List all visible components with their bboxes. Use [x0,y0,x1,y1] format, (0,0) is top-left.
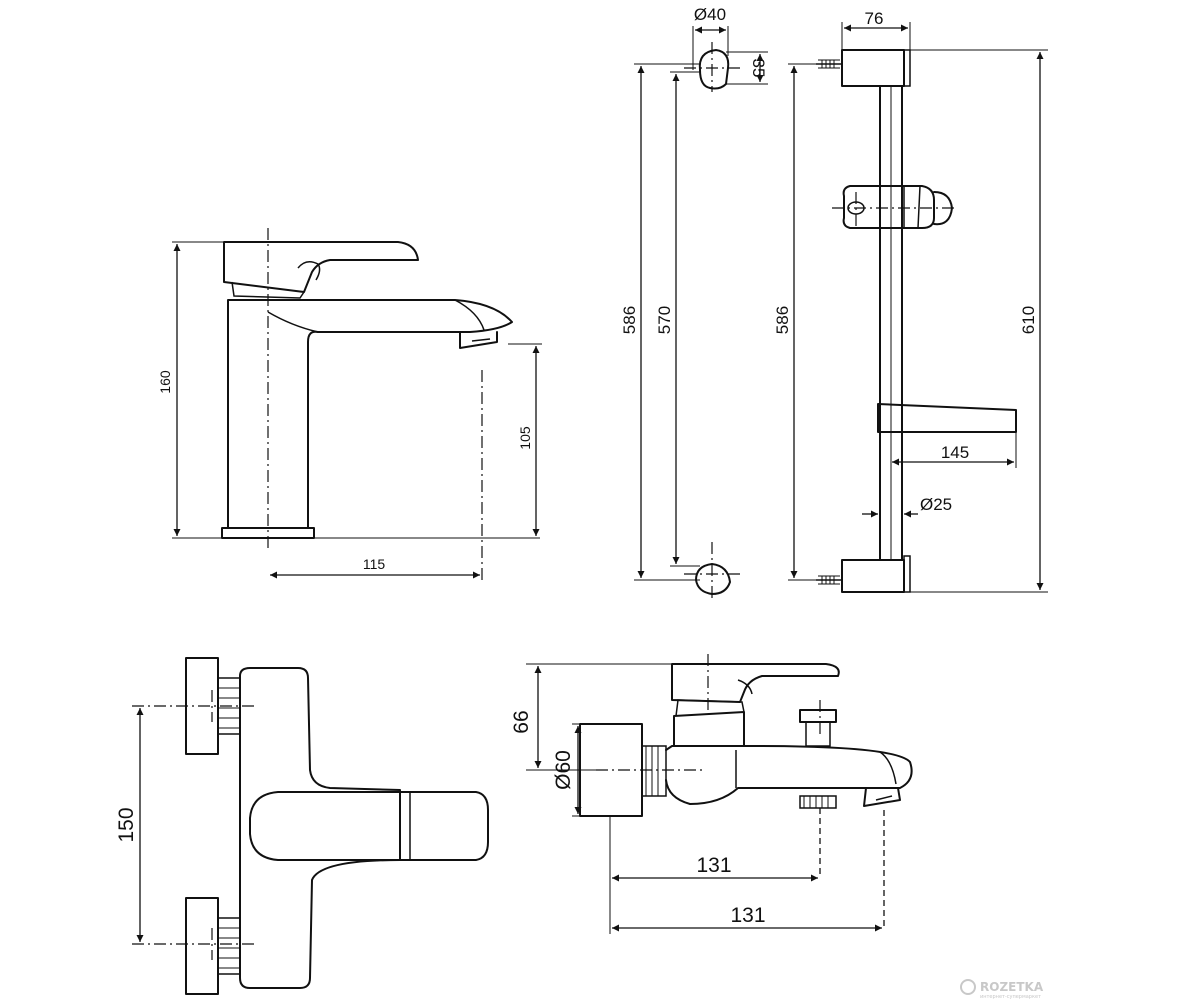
bath-mixer-side-view: 66 Ø60 131 131 [510,654,913,934]
basin-mixer-spout [307,299,513,333]
dim-label-bracket-width: 76 [865,9,884,28]
rail-bracket-top [698,49,730,90]
dim-label-flange-diameter: Ø60 [552,750,575,790]
cartridge-housing [673,711,745,747]
dim-label-handle-height: 66 [510,710,533,733]
dim-label-soap-dish: 145 [941,443,969,462]
dim-label-spout-reach: 115 [363,556,386,572]
connection-nut-bottom [185,897,219,995]
bath-mixer-body [239,667,401,989]
rail-bracket-bottom [695,563,731,595]
rozetka-watermark: ROZETKA интернет-супермаркет [960,979,1044,1000]
basin-mixer-lever [223,241,419,293]
bath-mixer-front-view: 150 [115,657,489,995]
soap-dish [877,403,1017,433]
shower-rail-side-view: Ø40 35 586 570 [620,5,768,600]
watermark-tagline: интернет-супермаркет [980,994,1041,1000]
shower-slider [842,185,935,229]
screw-icon [816,575,842,585]
dim-label-rail-diameter: Ø25 [920,495,952,514]
diverter-knob [799,709,837,723]
dim-label-fixing-outer: 586 [620,306,639,334]
screw-icon [816,59,842,69]
dim-label-spout-distance: 131 [730,904,765,927]
rail-wall-bracket-top [841,49,905,87]
basin-mixer-body [227,299,309,529]
dim-label-rail-fixing: 586 [773,306,792,334]
dim-label-total-length: 610 [1019,306,1038,334]
rail-wall-bracket-bottom [841,559,905,593]
basin-mixer-aerator [459,331,498,349]
bath-mixer-side-body [665,745,913,805]
dim-label-connection-spacing: 150 [115,807,138,842]
basin-mixer-drawing: 160 105 115 [157,228,542,580]
spout-outlet [863,787,901,807]
diverter-bottom [799,795,837,809]
rozetka-logo-icon [960,979,976,995]
dim-label-diverter-distance: 131 [696,854,731,877]
dim-label-fixing-inner: 570 [655,306,674,334]
shower-rail-front-view: 76 586 610 145 Ø25 [773,9,1048,593]
dim-label-bracket-depth: 35 [749,59,768,78]
dim-label-spout-height: 105 [517,426,533,450]
bath-mixer-side-lever [671,663,840,703]
bath-mixer-lever [249,791,489,861]
watermark-brand: ROZETKA [980,980,1044,994]
dim-label-height: 160 [157,370,173,394]
dim-label-bracket-diameter: Ø40 [694,5,726,24]
